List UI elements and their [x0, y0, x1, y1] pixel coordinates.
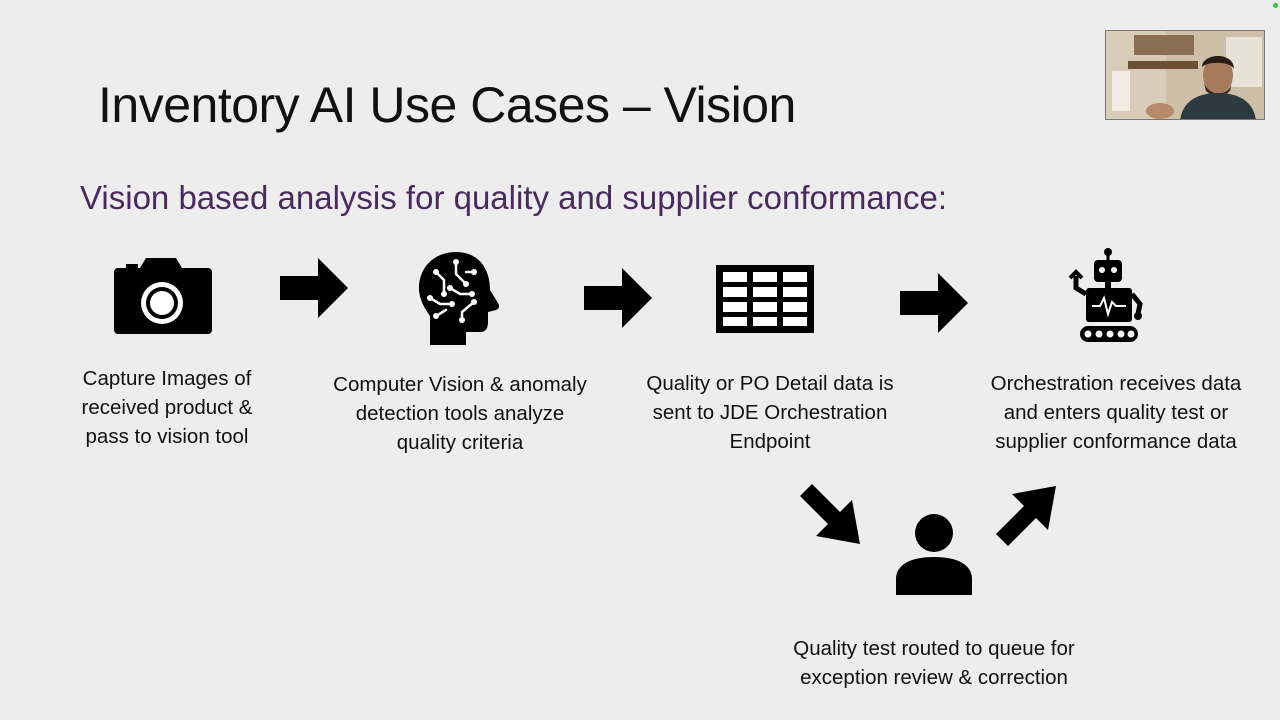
caption-line: sent to JDE Orchestration	[652, 401, 888, 424]
caption-line: Orchestration receives data	[990, 372, 1242, 395]
exception-caption: Quality test routed to queue for excepti…	[744, 634, 1124, 692]
caption-line: Capture Images of	[82, 367, 252, 390]
arrow-right-icon	[900, 273, 968, 333]
step-caption-vision: Computer Vision & anomaly detection tool…	[300, 370, 620, 457]
camera-icon	[114, 258, 212, 334]
table-grid-icon	[716, 265, 814, 333]
caption-line: and enters quality test or	[1003, 401, 1229, 424]
caption-line: quality criteria	[396, 431, 524, 454]
arrow-right-icon	[280, 258, 348, 318]
slide-subtitle: Vision based analysis for quality and su…	[80, 179, 948, 216]
presenter-video-image	[1106, 31, 1264, 119]
ai-head-icon	[418, 252, 500, 345]
arrow-down-right-icon	[800, 484, 860, 544]
person-icon	[896, 514, 972, 595]
caption-line: Computer Vision & anomaly	[333, 373, 587, 396]
caption-line: detection tools analyze	[355, 402, 565, 425]
caption-line: received product &	[81, 396, 253, 419]
webcam-video-feed[interactable]	[1105, 30, 1265, 120]
caption-line: supplier conformance data	[995, 430, 1237, 453]
step-caption-orchestration: Orchestration receives data and enters q…	[964, 369, 1268, 456]
slide-title: Inventory AI Use Cases – Vision	[98, 77, 796, 133]
caption-line: exception review & correction	[800, 666, 1068, 689]
arrow-up-right-icon	[996, 486, 1056, 546]
caption-line: Quality or PO Detail data is	[646, 372, 894, 395]
caption-line: Endpoint	[729, 430, 811, 453]
step-caption-capture: Capture Images of received product & pas…	[42, 364, 292, 451]
caption-line: Quality test routed to queue for	[793, 637, 1075, 660]
robot-icon	[1068, 248, 1143, 342]
status-indicator	[1273, 3, 1278, 8]
arrow-right-icon	[584, 268, 652, 328]
caption-line: pass to vision tool	[85, 425, 249, 448]
step-caption-data: Quality or PO Detail data is sent to JDE…	[620, 369, 920, 456]
